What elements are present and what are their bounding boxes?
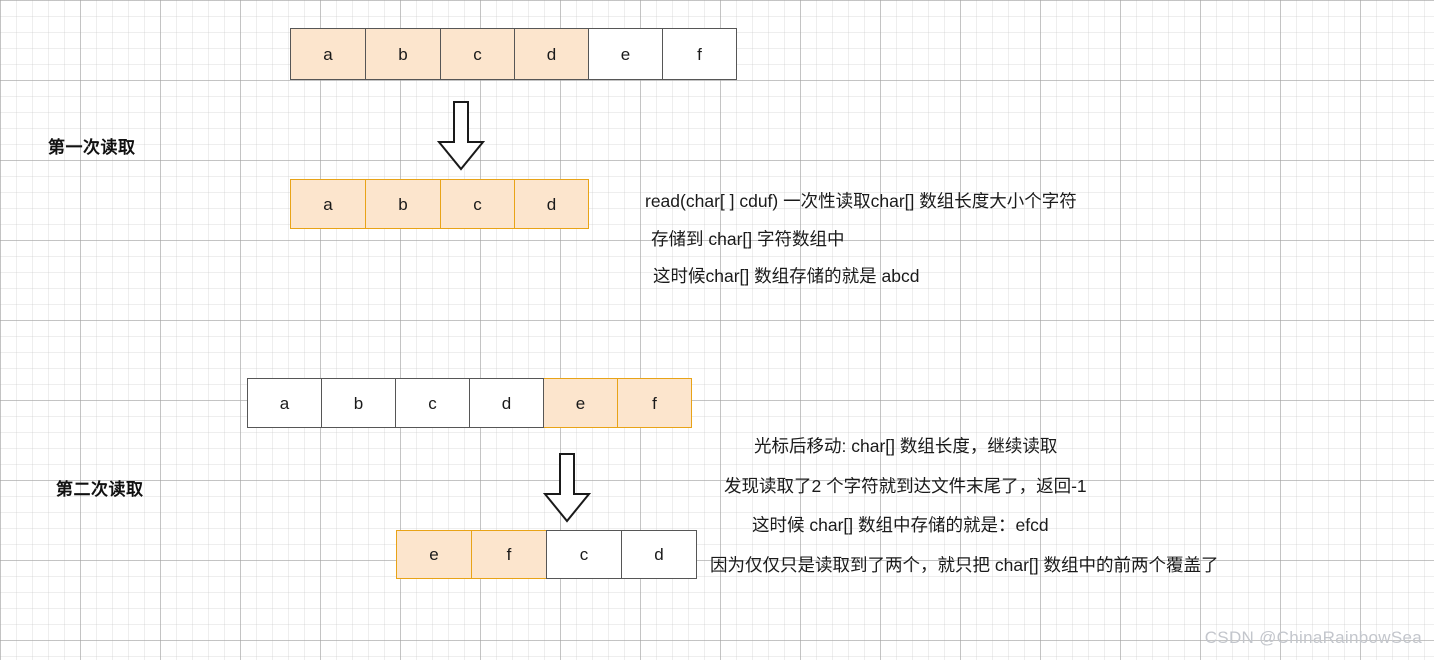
source-buffer-initial: a b c d e f xyxy=(290,28,737,80)
note-first-line-3: 这时候char[] 数组存储的就是 abcd xyxy=(653,266,920,286)
cell-row1-5: f xyxy=(662,28,737,80)
cell-row1-4: e xyxy=(588,28,663,80)
note-second-read: 光标后移动: char[] 数组长度，继续读取 发现读取了2 个字符就到达文件末… xyxy=(710,436,1219,575)
cell-row4-1: f xyxy=(471,530,547,579)
source-buffer-second-pass: a b c d e f xyxy=(247,378,692,428)
note-first-read: read(char[ ] cduf) 一次性读取char[] 数组长度大小个字符… xyxy=(645,191,1077,286)
down-arrow-second-read xyxy=(542,453,592,523)
cell-row2-3: d xyxy=(514,179,589,229)
note-first-line-2: 存储到 char[] 字符数组中 xyxy=(651,228,845,249)
cell-row2-1: b xyxy=(365,179,441,229)
note-second-line-4: 因为仅仅只是读取到了两个，就只把 char[] 数组中的前两个覆盖了 xyxy=(710,554,1219,575)
cell-row3-1: b xyxy=(321,378,396,428)
cell-row1-2: c xyxy=(440,28,515,80)
cell-row3-0: a xyxy=(247,378,322,428)
note-second-line-1: 光标后移动: char[] 数组长度，继续读取 xyxy=(754,436,1058,456)
note-first-line-1: read(char[ ] cduf) 一次性读取char[] 数组长度大小个字符 xyxy=(645,191,1077,211)
watermark: CSDN @ChinaRainbowSea xyxy=(1204,628,1422,647)
note-second-line-2: 发现读取了2 个字符就到达文件末尾了，返回-1 xyxy=(724,475,1087,496)
label-second-read: 第二次读取 xyxy=(56,480,144,499)
cell-row3-2: c xyxy=(395,378,470,428)
cell-row3-3: d xyxy=(469,378,544,428)
cell-row1-3: d xyxy=(514,28,589,80)
down-arrow-first-read xyxy=(436,101,486,171)
label-first-read: 第一次读取 xyxy=(48,138,136,157)
cell-row2-2: c xyxy=(440,179,515,229)
cell-row1-0: a xyxy=(290,28,366,80)
cell-row2-0: a xyxy=(290,179,366,229)
cell-row3-4: e xyxy=(543,378,618,428)
cell-row4-0: e xyxy=(396,530,472,579)
char-array-after-second-read: e f c d xyxy=(396,530,697,579)
note-second-line-3: 这时候 char[] 数组中存储的就是：efcd xyxy=(752,515,1049,535)
cell-row4-2: c xyxy=(546,530,622,579)
cell-row4-3: d xyxy=(621,530,697,579)
cell-row1-1: b xyxy=(365,28,441,80)
char-array-after-first-read: a b c d xyxy=(290,179,589,229)
cell-row3-5: f xyxy=(617,378,692,428)
